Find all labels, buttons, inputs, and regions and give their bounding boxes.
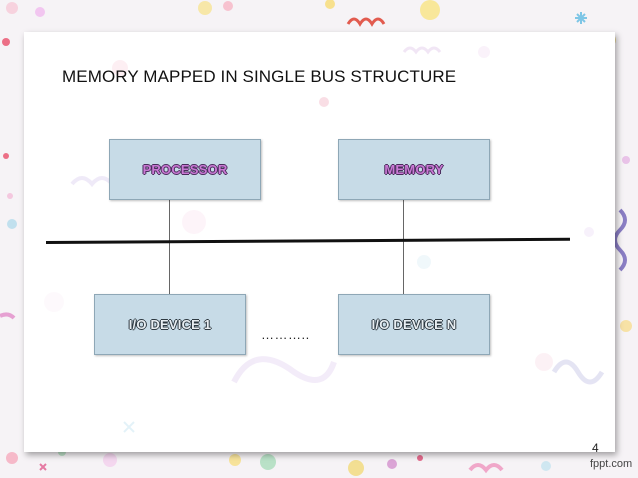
io-device-n-box: I/O DEVICE N	[338, 294, 490, 355]
brand-watermark: fppt.com	[590, 458, 633, 470]
memory-label: MEMORY	[384, 162, 444, 177]
device-ellipsis: ………..	[261, 327, 310, 342]
memory-box: MEMORY	[338, 139, 490, 200]
processor-box: PROCESSOR	[109, 139, 261, 200]
processor-label: PROCESSOR	[142, 162, 228, 177]
memory-bus-connector	[403, 199, 404, 294]
slide-title: MEMORY MAPPED IN SINGLE BUS STRUCTURE	[62, 67, 457, 86]
page-number: 4	[592, 441, 599, 455]
io-device-1-box: I/O DEVICE 1	[94, 294, 246, 355]
io-device-1-label: I/O DEVICE 1	[128, 317, 212, 332]
io-device-n-label: I/O DEVICE N	[371, 317, 457, 332]
processor-bus-connector	[169, 199, 170, 294]
